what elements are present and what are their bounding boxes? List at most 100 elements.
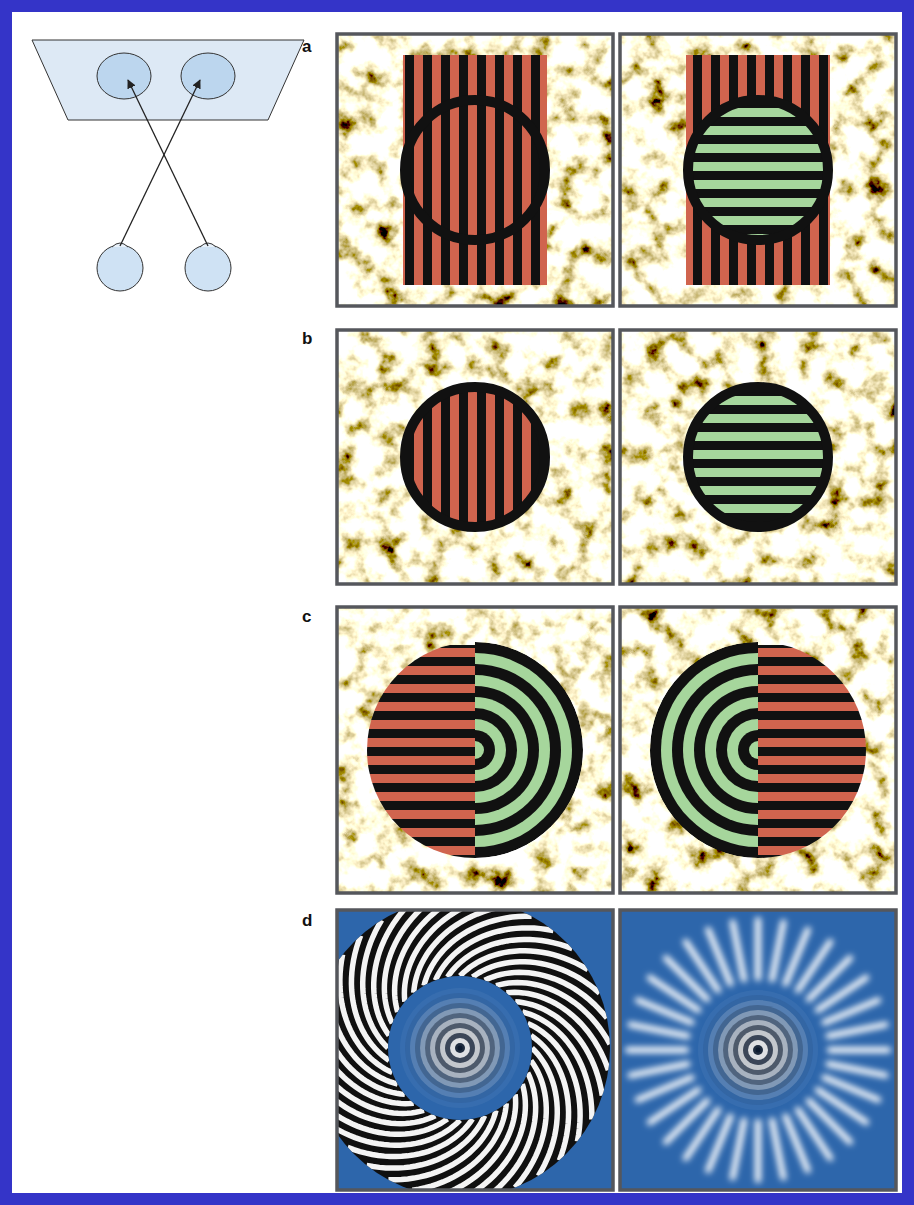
ring-band	[727, 719, 758, 781]
concentric-ring	[718, 1010, 798, 1090]
ring-band	[475, 686, 539, 814]
red-grating	[400, 382, 550, 532]
concentric-ring	[400, 988, 520, 1108]
concentric-ring	[435, 1023, 485, 1073]
red-grating	[403, 55, 547, 285]
concentric-ring	[728, 1020, 788, 1080]
panel-letter: b	[302, 330, 312, 347]
concentric-ring	[430, 1018, 490, 1078]
stimulus-panel	[620, 34, 896, 306]
stimulus-panel	[337, 607, 613, 893]
concentric-ring	[748, 1040, 768, 1060]
concentric-ring	[410, 998, 510, 1098]
ring-band	[650, 642, 758, 858]
ring	[688, 387, 828, 527]
ring-band	[475, 642, 583, 858]
concentric-ring	[425, 1013, 495, 1083]
ring-band	[475, 653, 572, 847]
stimulus-panel	[620, 910, 896, 1190]
texture-ground	[620, 607, 896, 893]
concentric-ring	[415, 1003, 505, 1093]
concentric-rings	[400, 988, 520, 1108]
ring-band	[475, 675, 550, 825]
panel-letter: d	[302, 912, 312, 929]
center-dot	[756, 1048, 761, 1053]
ring-band	[475, 708, 517, 792]
red-grating	[367, 645, 475, 858]
ring	[688, 100, 828, 240]
panel-frame	[337, 34, 613, 306]
ring-band	[705, 697, 758, 803]
concentric-ring	[708, 1000, 808, 1100]
concentric-ring	[450, 1038, 470, 1058]
concentric-ring	[703, 995, 813, 1105]
radial-spoke	[755, 1122, 761, 1180]
spiral-stripe	[531, 1035, 569, 1160]
radial-spoke	[733, 922, 744, 979]
ring-band	[683, 675, 758, 825]
panel-frame	[620, 330, 896, 584]
panel-frame	[337, 607, 613, 893]
blue-ground	[620, 910, 896, 1190]
ring-band	[738, 730, 758, 770]
green-rings	[650, 642, 758, 858]
concentric-ring	[698, 990, 818, 1110]
panel-frame	[337, 330, 613, 584]
concentric-ring	[713, 1005, 803, 1095]
ring-band	[694, 686, 758, 814]
panel-letter: a	[302, 38, 311, 55]
concentric-ring	[455, 1043, 465, 1053]
eye	[97, 245, 143, 291]
concentric-ring	[445, 1033, 475, 1063]
green-grating	[683, 95, 833, 245]
ring-band	[475, 719, 506, 781]
texture-ground	[620, 34, 896, 306]
ring-band	[475, 664, 561, 836]
hemisphere	[181, 53, 235, 99]
concentric-rings	[698, 990, 818, 1110]
ring	[405, 387, 545, 527]
stimulus-panel	[337, 34, 613, 306]
panel-letter: c	[302, 608, 311, 625]
green-grating	[683, 382, 833, 532]
green-rings	[475, 642, 583, 858]
concentric-ring	[405, 993, 515, 1103]
ring-band	[475, 730, 495, 770]
stereoscope-sketch	[32, 40, 304, 291]
stimulus-panel	[337, 910, 613, 1190]
radial-spoke	[630, 1025, 687, 1036]
concentric-ring	[440, 1028, 480, 1068]
ring-band	[672, 664, 758, 836]
concentric-ring	[420, 1008, 500, 1088]
radial-spoke	[638, 1078, 692, 1100]
concentric-ring	[733, 1025, 783, 1075]
panel-frame	[337, 910, 613, 1190]
spiral-annulus	[337, 910, 610, 1190]
texture-ground	[337, 607, 613, 893]
visual-path	[128, 80, 208, 246]
radial-grating	[628, 920, 888, 1180]
radial-spoke	[630, 1064, 687, 1075]
ring-band	[749, 741, 758, 759]
stimulus-panel	[620, 330, 896, 584]
radial-spoke	[829, 1025, 886, 1036]
hemisphere	[97, 53, 151, 99]
concentric-ring	[743, 1035, 773, 1065]
concentric-ring	[738, 1030, 778, 1070]
radial-spoke	[829, 1064, 886, 1075]
radial-spoke	[786, 1117, 808, 1171]
panel-frame	[620, 34, 896, 306]
radial-spoke	[825, 1000, 879, 1022]
center-dot	[458, 1046, 463, 1051]
stimulus-panel	[620, 607, 896, 893]
visual-path	[120, 80, 200, 246]
radial-spoke	[772, 1121, 783, 1178]
inner-disc	[388, 976, 532, 1120]
texture-ground	[337, 34, 613, 306]
ring-band	[475, 741, 484, 759]
radial-spoke	[733, 1121, 744, 1178]
concentric-ring	[753, 1045, 763, 1055]
ring-band	[661, 653, 758, 847]
texture-ground	[337, 330, 613, 584]
